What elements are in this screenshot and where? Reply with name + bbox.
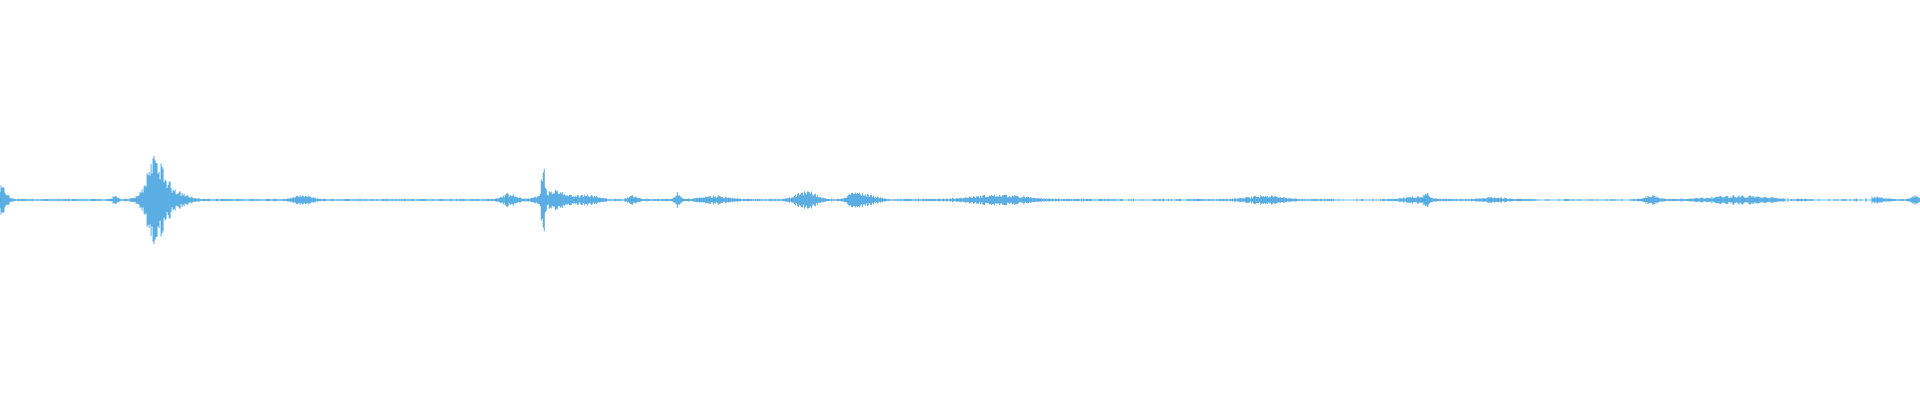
waveform-signal (0, 155, 1920, 245)
waveform-bars (0, 155, 1920, 245)
